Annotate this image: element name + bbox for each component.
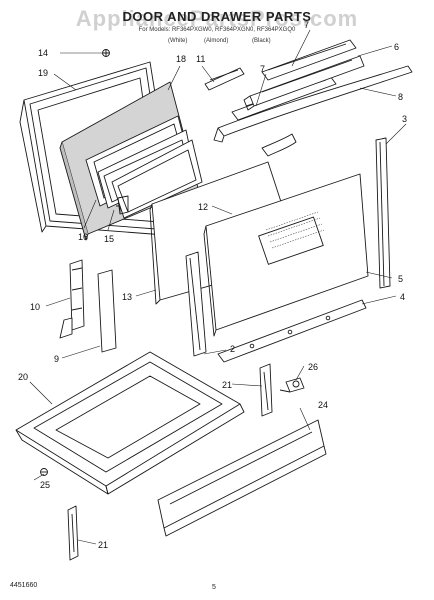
callout-11: 11 (196, 54, 205, 64)
callout-18: 18 (176, 54, 186, 64)
part-4-bottom-trim (217, 299, 367, 363)
page-number: 5 (212, 584, 216, 591)
callout-8: 8 (398, 92, 403, 102)
callout-16: 16 (78, 232, 88, 242)
diagram-title: DOOR AND DRAWER PARTS (122, 9, 312, 24)
part-20-drawer-pan (15, 351, 245, 495)
part-9-drawer-side (97, 269, 117, 353)
part-21-slide-rail-lower (67, 505, 79, 561)
part-26-roller (279, 377, 305, 393)
part-3-right-trim (375, 137, 391, 289)
callout-15: 15 (104, 234, 114, 244)
part-8-handle (213, 65, 413, 157)
callout-7-upper: 7 (304, 20, 309, 30)
callout-5: 5 (398, 274, 403, 284)
callout-2: 2 (230, 344, 235, 354)
variant-almond: (Almond) (204, 38, 229, 44)
callout-21-upper: 21 (222, 380, 232, 390)
callout-6: 6 (394, 42, 399, 52)
part-14-screw (102, 49, 110, 57)
part-21-slide-rail (259, 363, 273, 417)
watermark: AppliancePartsPros.com (75, 6, 359, 31)
callout-19: 19 (38, 68, 48, 78)
callout-7-lower: 7 (260, 64, 265, 74)
part-25-screw (40, 468, 48, 476)
callout-3: 3 (402, 114, 407, 124)
part-code: 4451660 (10, 582, 38, 589)
model-list: For Models: RF364PXGW0, RF364PXGN0, RF36… (138, 27, 296, 33)
callout-21-lower: 21 (98, 540, 108, 550)
callout-4: 4 (400, 292, 405, 302)
part-5-outer-panel (203, 173, 369, 337)
leader-lines (29, 29, 407, 545)
variant-white: (White) (168, 38, 188, 44)
callout-9: 9 (54, 354, 59, 364)
part-7-upper-trim (261, 39, 357, 81)
part-10-slide-bracket (59, 259, 85, 339)
part-11-bracket (204, 67, 245, 91)
callout-14: 14 (38, 48, 48, 58)
callout-12: 12 (198, 202, 208, 212)
part-6-vent-trim (243, 55, 365, 111)
callout-25: 25 (40, 480, 50, 490)
variant-black: (Black) (252, 38, 271, 44)
part-2-side-trim (185, 251, 207, 357)
part-24-drawer-front (157, 419, 327, 537)
callout-labels: 14 19 18 11 7 7 6 8 3 16 15 12 13 10 9 5… (18, 20, 407, 550)
callout-20: 20 (18, 372, 28, 382)
part-15-window-pack (111, 139, 203, 219)
callout-13: 13 (122, 292, 132, 302)
callout-26: 26 (308, 362, 318, 372)
callout-10: 10 (30, 302, 40, 312)
callout-24: 24 (318, 400, 328, 410)
